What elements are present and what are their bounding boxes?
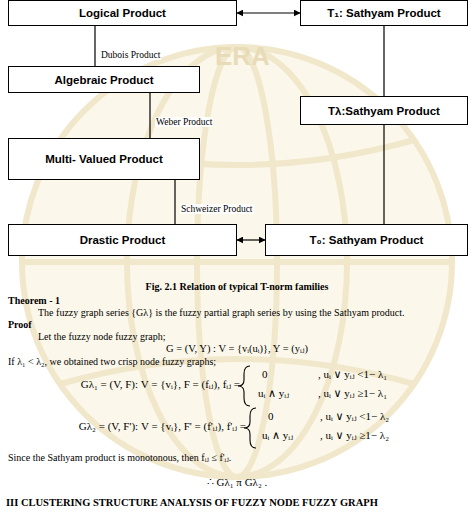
- page-text: , uᵢ ∨ yᵢⱼ ≥1− λ₂: [320, 429, 389, 442]
- box-label: T₁: Sathyam Product: [323, 7, 444, 19]
- page-text: Gλ₁ = (V, F): V = {vᵢ}, F = (fᵢⱼ), fᵢⱼ =: [81, 378, 240, 391]
- page-text: , uᵢ ∨ yᵢⱼ <1− λ₂: [320, 410, 389, 423]
- product-box: T₁: Sathyam Product: [300, 0, 468, 26]
- page-text: , uᵢ ∨ yᵢⱼ ≥1− λ₁: [318, 387, 387, 400]
- box-label: Multi- Valued Product: [41, 153, 167, 165]
- box-label: Drastic Product: [76, 234, 170, 246]
- product-box: T₀: Sathyam Product: [265, 224, 468, 256]
- product-box: Multi- Valued Product: [8, 138, 200, 180]
- page-text: uᵢ ∧ yᵢⱼ: [258, 387, 289, 400]
- page-text: Gλ₂ = (V, F'): V = {vᵢ}, F' = (f'ᵢⱼ), f'…: [79, 420, 246, 433]
- box-label: Algebraic Product: [50, 74, 157, 86]
- page-text: uᵢ ∧ yᵢⱼ: [262, 429, 293, 442]
- edge-label: Weber Product: [155, 117, 213, 127]
- connector: [383, 26, 384, 96]
- connector: [383, 125, 384, 224]
- page-text: 0: [268, 410, 274, 423]
- figure-caption: Fig. 2.1 Relation of typical T-norm fami…: [146, 281, 329, 293]
- connector: [94, 26, 95, 66]
- page-text: 0: [262, 368, 268, 381]
- page-text: If λ₁ < λ₂, we obtained two crisp node f…: [8, 356, 216, 368]
- product-box: Drastic Product: [8, 224, 237, 256]
- product-box: Logical Product: [8, 0, 237, 26]
- box-label: T₀: Sathyam Product: [306, 234, 428, 246]
- connector: [237, 239, 265, 240]
- product-box: Algebraic Product: [8, 66, 200, 93]
- edge-label: Schweizer Product: [180, 204, 254, 214]
- product-box: Tλ:Sathyam Product: [300, 96, 468, 125]
- box-label: Tλ:Sathyam Product: [324, 105, 444, 117]
- box-label: Logical Product: [75, 7, 170, 19]
- page-text: , uᵢ ∨ yᵢⱼ <1− λ₁: [318, 368, 387, 381]
- page-text: Let the fuzzy node fuzzy graph;: [38, 331, 165, 343]
- page-text: Theorem - 1: [8, 295, 60, 307]
- edge-label: Dubois Product: [100, 50, 161, 60]
- globe-lines: [22, 47, 452, 477]
- connector: [237, 12, 300, 13]
- page-text: The fuzzy graph series {Gλ} is the fuzzy…: [38, 307, 405, 319]
- page-text: ∴ Gλ₁ π Gλ₂ .: [207, 476, 268, 489]
- page-text: III CLUSTERING STRUCTURE ANALYSIS OF FUZ…: [6, 497, 378, 509]
- page-text: G = (V, Y) : V = {vᵢ(uᵢ)}, Y = (yᵢⱼ): [166, 343, 308, 355]
- page-text: Proof: [8, 319, 32, 331]
- page-text: Since the Sathyam product is monotonous,…: [8, 452, 231, 464]
- watermark: ERA: [215, 42, 270, 72]
- connector: [149, 93, 150, 138]
- connector: [174, 180, 175, 224]
